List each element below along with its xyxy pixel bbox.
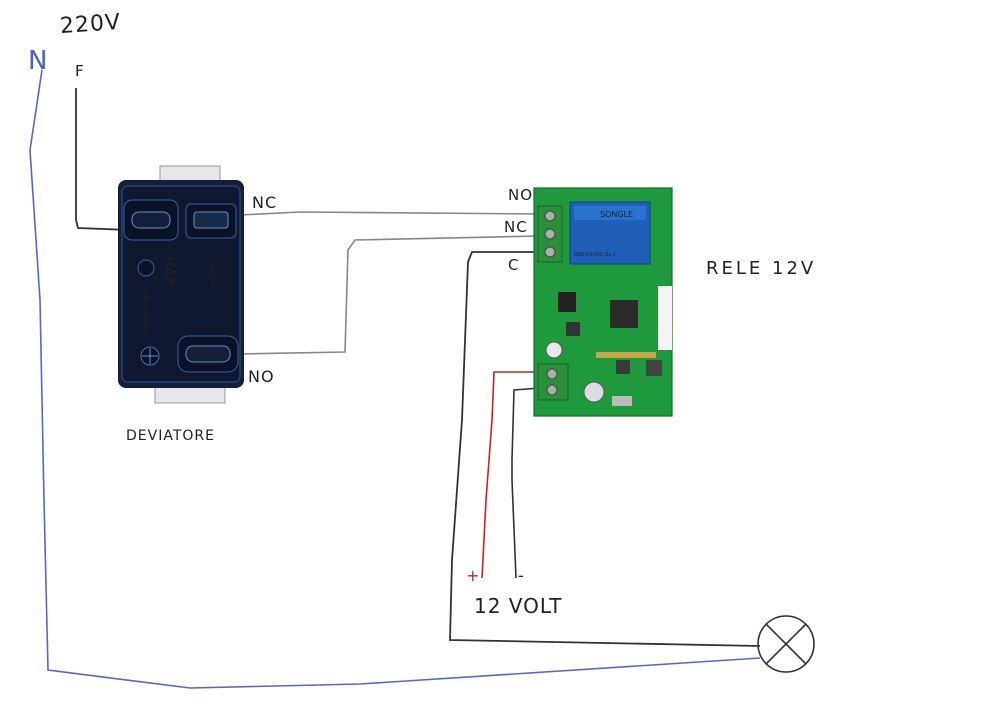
wire-switch-no-to-relay-no xyxy=(237,235,541,355)
switch-name-label: DEVIATORE xyxy=(126,428,215,444)
voltage-label: 220V xyxy=(59,9,122,40)
relay-nc-label: NC xyxy=(504,218,528,236)
relay-no-label: NO xyxy=(508,186,534,204)
switch-brand: MAP xyxy=(161,256,176,284)
relay-module-icon: SONGLE SRD-05VDC-SL-C xyxy=(533,187,673,417)
wire-12v-positive xyxy=(481,371,540,579)
neutral-wire xyxy=(29,69,761,689)
changeover-switch-icon: MAP 16A 250V MADE IN ITALY xyxy=(118,165,244,404)
wire-switch-nc-to-relay-nc xyxy=(239,211,541,216)
relay-c-label: C xyxy=(508,256,520,274)
relay-model: SRD-05VDC-SL-C xyxy=(574,252,617,258)
relay-brand: SONGLE xyxy=(600,210,633,219)
wire-12v-negative xyxy=(511,387,541,579)
psu-minus-label: - xyxy=(518,566,525,585)
switch-made-in: MADE IN ITALY xyxy=(142,292,149,335)
psu-name-label: 12 VOLT xyxy=(474,594,563,618)
wire-relay-c-to-lamp xyxy=(449,251,761,647)
phase-label: F xyxy=(75,62,85,80)
neutral-label: N xyxy=(28,46,49,76)
phase-wire xyxy=(75,88,131,231)
lamp-symbol-icon xyxy=(757,615,815,673)
switch-no-label: NO xyxy=(248,367,275,386)
psu-plus-label: + xyxy=(466,566,481,585)
relay-name-label: RELE 12V xyxy=(706,258,817,279)
switch-rating: 16A 250V xyxy=(208,258,216,292)
switch-nc-label: NC xyxy=(252,193,278,212)
